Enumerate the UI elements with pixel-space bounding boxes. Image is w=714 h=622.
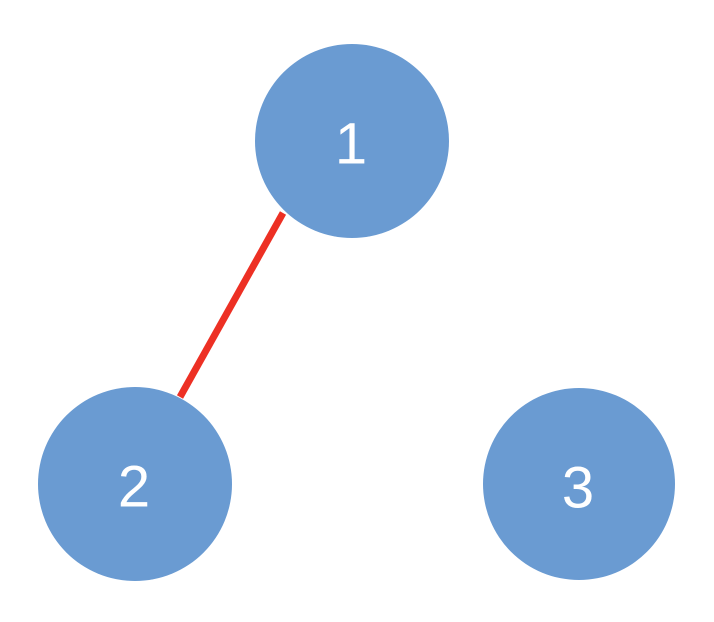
node-2-circle[interactable] [38, 387, 232, 581]
edge-layer [176, 211, 287, 399]
node-1-label: 1 [335, 112, 367, 177]
node-2[interactable]: 2 [38, 387, 232, 581]
node-layer: 1 2 3 [38, 44, 675, 581]
node-3-label: 3 [562, 456, 594, 521]
node-1[interactable]: 1 [255, 44, 449, 238]
edge-1-2[interactable] [176, 211, 287, 399]
node-2-label: 2 [118, 455, 150, 520]
node-3-circle[interactable] [483, 388, 675, 580]
node-1-circle[interactable] [255, 44, 449, 238]
node-3[interactable]: 3 [483, 388, 675, 580]
